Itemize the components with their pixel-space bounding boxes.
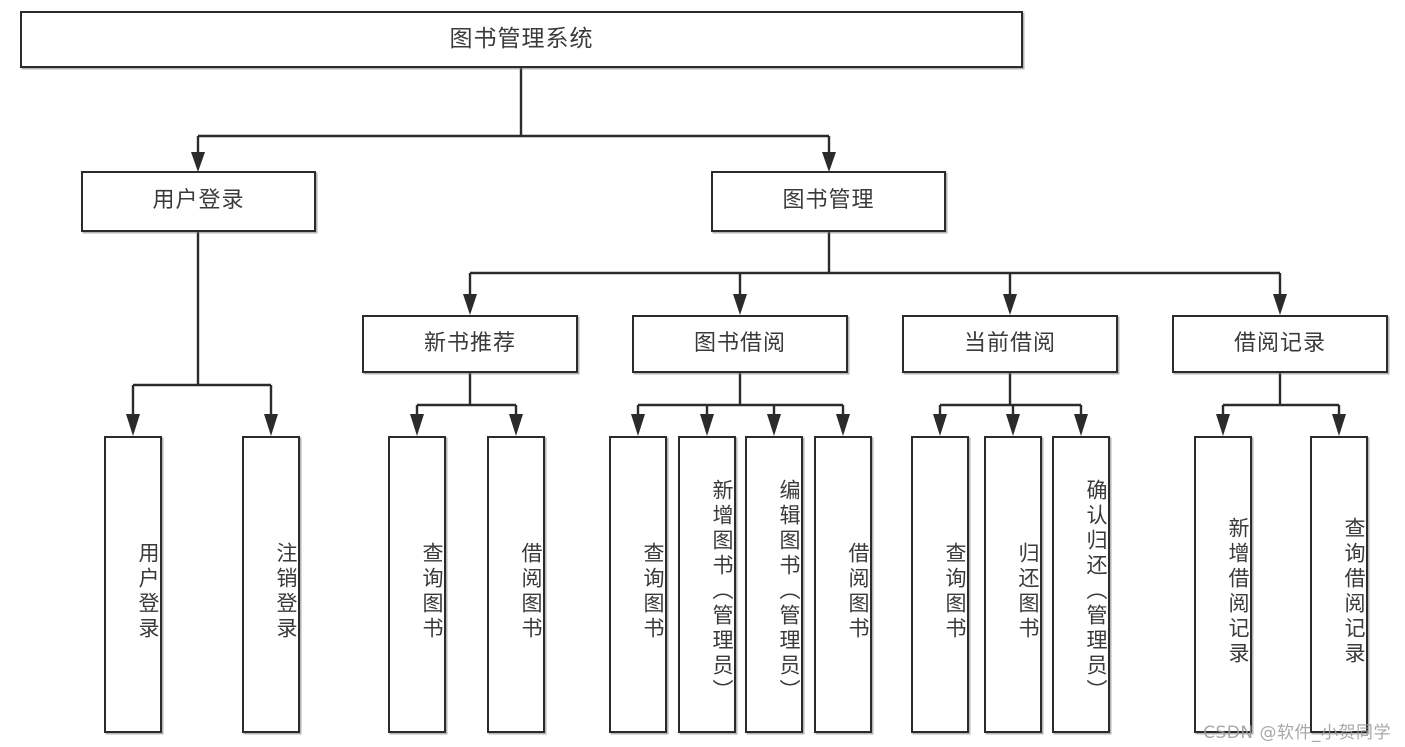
node-label: 用户登录 [152, 188, 245, 214]
edge-login-to-leaves [126, 232, 278, 436]
node-newbook[interactable]: 新书推荐 [362, 315, 578, 373]
node-r-query[interactable]: 查询借阅记录 [1310, 436, 1368, 733]
node-label: 新增借阅记录 [1226, 516, 1250, 667]
node-label: 图书管理系统 [449, 25, 594, 52]
node-current[interactable]: 当前借阅 [902, 315, 1118, 373]
node-bookmgmt[interactable]: 图书管理 [711, 171, 946, 232]
edge-borrow-to-leaves [631, 373, 850, 436]
node-label: 归还图书 [1016, 541, 1040, 642]
node-label: 借阅图书 [519, 541, 543, 642]
node-label: 确认归还（管理员） [1084, 479, 1108, 704]
node-b-edit[interactable]: 编辑图书（管理员） [745, 436, 803, 733]
node-b-add[interactable]: 新增图书（管理员） [678, 436, 736, 733]
edge-newbook-to-leaves [410, 373, 523, 436]
node-c-return[interactable]: 归还图书 [984, 436, 1042, 733]
node-n-borrow[interactable]: 借阅图书 [487, 436, 545, 733]
node-b-query[interactable]: 查询图书 [609, 436, 667, 733]
node-label: 图书借阅 [693, 330, 786, 356]
node-label: 图书管理 [782, 188, 875, 214]
node-l-login[interactable]: 用户登录 [104, 436, 162, 733]
edge-root-to-level1 [191, 68, 836, 172]
edge-bookmgmt-to-level2 [463, 232, 1287, 315]
node-label: 借阅记录 [1233, 330, 1326, 356]
node-label: 查询图书 [420, 541, 444, 642]
node-label: 用户登录 [136, 541, 160, 642]
node-label: 借阅图书 [846, 541, 870, 642]
node-n-query[interactable]: 查询图书 [388, 436, 446, 733]
node-label: 注销登录 [274, 541, 298, 642]
node-records[interactable]: 借阅记录 [1172, 315, 1388, 373]
node-label: 查询图书 [641, 541, 665, 642]
node-l-logout[interactable]: 注销登录 [242, 436, 300, 733]
node-c-query[interactable]: 查询图书 [911, 436, 969, 733]
node-b-lend[interactable]: 借阅图书 [814, 436, 872, 733]
node-label: 编辑图书（管理员） [777, 479, 801, 704]
edge-records-to-leaves [1216, 373, 1346, 436]
node-r-add[interactable]: 新增借阅记录 [1194, 436, 1252, 733]
node-label: 查询图书 [943, 541, 967, 642]
node-borrow[interactable]: 图书借阅 [632, 315, 848, 373]
node-label: 新增图书（管理员） [710, 479, 734, 704]
node-login[interactable]: 用户登录 [81, 171, 316, 232]
watermark-text: CSDN @软件_小贺同学 [1203, 723, 1391, 743]
edge-current-to-leaves [933, 373, 1088, 436]
node-label: 当前借阅 [963, 330, 1056, 356]
node-root[interactable]: 图书管理系统 [20, 11, 1023, 68]
node-label: 查询借阅记录 [1342, 516, 1366, 667]
node-c-confirm[interactable]: 确认归还（管理员） [1052, 436, 1110, 733]
node-label: 新书推荐 [423, 330, 516, 356]
